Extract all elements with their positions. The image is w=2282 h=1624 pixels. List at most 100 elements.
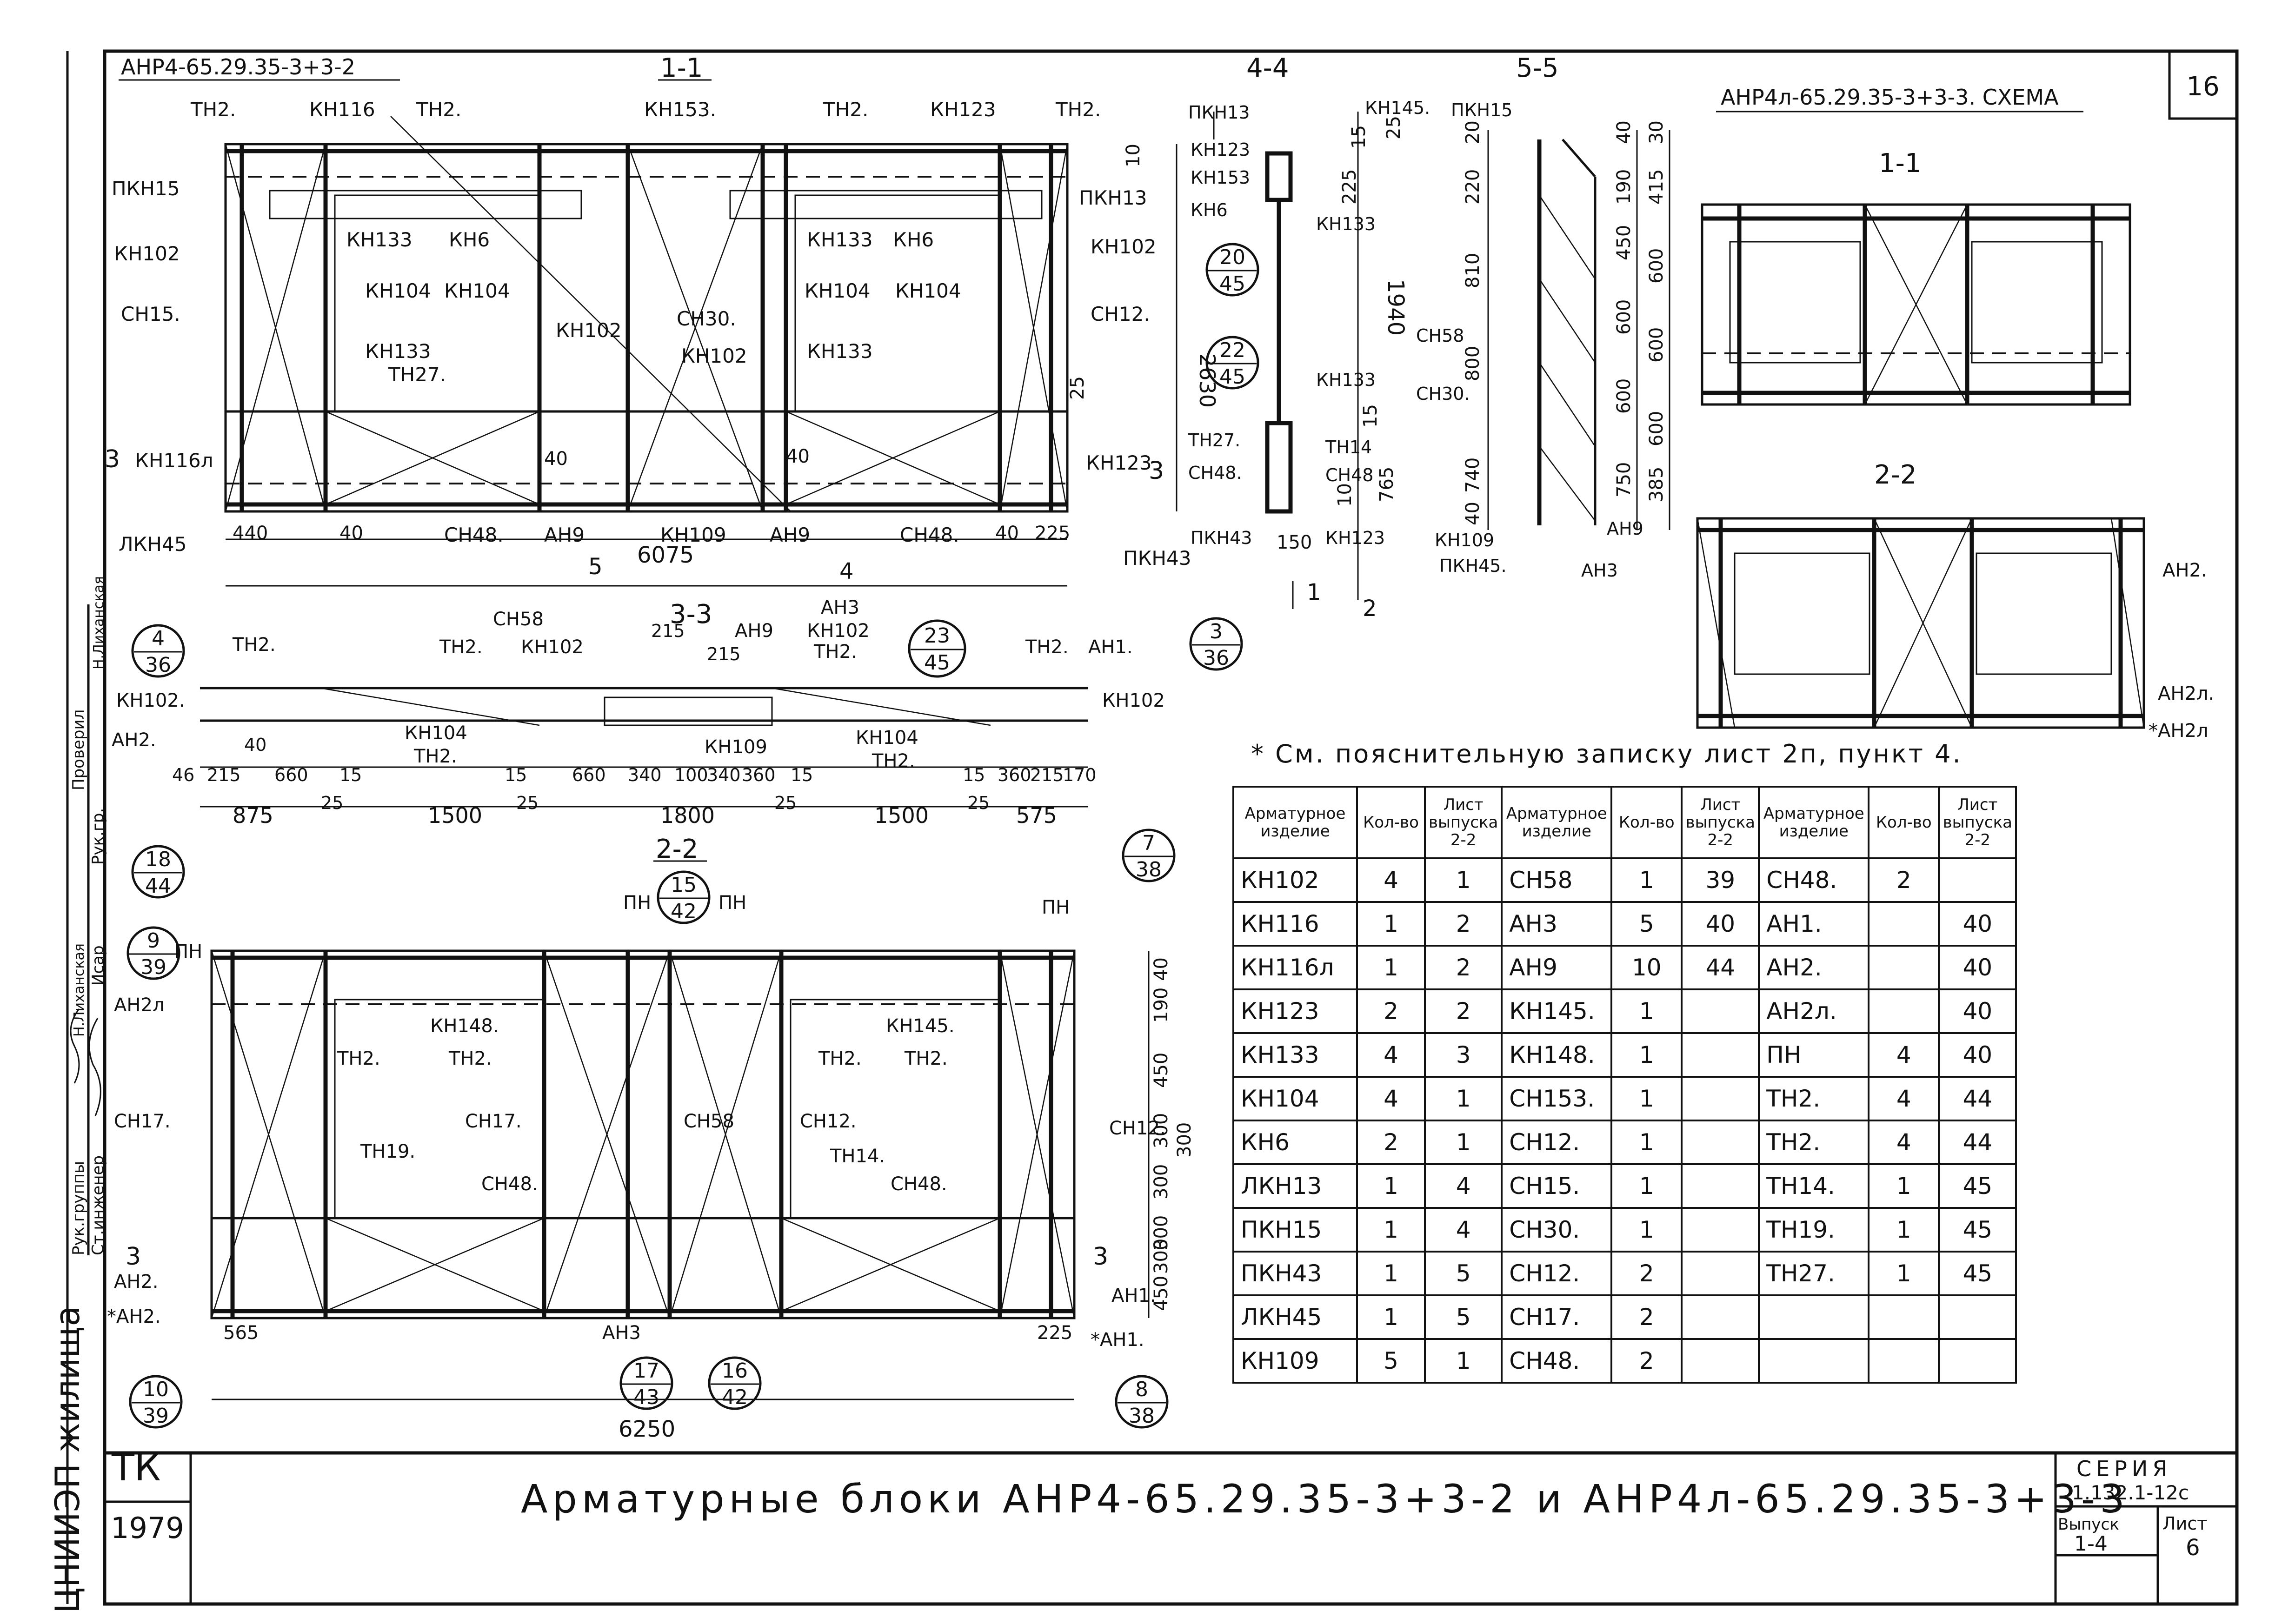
svg-text:39: 39	[143, 1404, 169, 1428]
table-cell: СН58	[1501, 857, 1613, 903]
plan-3-3-labels: ТН2. ТН2. КН102 СН58 АН3 АН9 КН102 ТН2. …	[112, 597, 1165, 772]
scheme-2-2-figure	[1696, 517, 2145, 729]
svg-text:15: 15	[339, 765, 362, 785]
table-cell: ЛКН45	[1232, 1294, 1358, 1340]
s44-kn123: КН123	[1191, 139, 1250, 160]
label-tn27: ТН27.	[388, 363, 446, 386]
table-cell	[1868, 1338, 1940, 1384]
table-cell: 1	[1424, 1120, 1503, 1165]
table-cell: ПКН15	[1232, 1207, 1358, 1253]
label-tn2-a: ТН2.	[190, 98, 236, 121]
svg-text:385: 385	[1646, 467, 1667, 502]
svg-text:ТН2.: ТН2.	[413, 746, 457, 767]
table-cell	[1938, 857, 2017, 903]
svg-text:ТН2.: ТН2.	[904, 1048, 948, 1069]
plan-3-3-dims: 46 215 660 40 15 15 660 340 100 340 360 …	[172, 621, 1097, 828]
svg-text:ТН19.: ТН19.	[360, 1141, 415, 1162]
sheet-label: Лист	[2162, 1513, 2207, 1534]
svg-text:575: 575	[1016, 803, 1057, 828]
section-label-1-1: 1-1	[660, 53, 703, 83]
table-cell: КН6	[1232, 1120, 1358, 1165]
label-sn15: СН15.	[121, 303, 180, 325]
stamp-row-1: Рук.группы	[69, 1161, 88, 1255]
table-cell: 1	[1868, 1163, 1940, 1209]
s44-dim-25: 25	[1383, 116, 1404, 139]
svg-text:АН1.: АН1.	[1088, 636, 1133, 658]
svg-text:*АН2.: *АН2.	[107, 1306, 161, 1327]
table-cell: 2	[1610, 1294, 1683, 1340]
svg-text:20: 20	[1219, 245, 1245, 269]
table-cell: 1	[1356, 1294, 1426, 1340]
table-cell: 44	[1938, 1076, 2017, 1121]
s44-dim-1940: 1940	[1383, 279, 1409, 336]
table-cell: 1	[1356, 945, 1426, 990]
dim-40-c: 40	[786, 446, 810, 467]
section-label-2-2: 2-2	[656, 834, 698, 864]
col-header: Арматурное изделие	[1758, 786, 1870, 859]
s44-kn133-a: КН133	[1316, 214, 1376, 234]
s55-pkn15: ПКН15	[1451, 100, 1512, 120]
svg-text:КН102: КН102	[807, 620, 870, 642]
callout-20-45: 20 45	[1205, 243, 1259, 297]
table-cell: 2	[1424, 901, 1503, 947]
table-cell: ПН	[1758, 1032, 1870, 1078]
svg-text:*АН1.: *АН1.	[1091, 1329, 1144, 1351]
dim-225: 225	[1035, 523, 1070, 544]
svg-text:190: 190	[1613, 169, 1635, 205]
svg-text:ТН2.: ТН2.	[232, 634, 276, 656]
scheme-label-2-2: 2-2	[1874, 460, 1916, 490]
label-kn102-a: КН102	[114, 242, 180, 265]
cut-mark-4: 4	[839, 558, 854, 584]
section-label-4-4: 4-4	[1246, 53, 1289, 83]
table-cell: 4	[1424, 1207, 1503, 1253]
scheme-label-1-1: 1-1	[1879, 148, 1921, 179]
section-5-5-figure	[1487, 130, 1670, 530]
svg-text:450: 450	[1151, 1276, 1172, 1311]
svg-text:КН148.: КН148.	[430, 1015, 499, 1037]
svg-text:15: 15	[505, 765, 527, 785]
table-cell	[1758, 1338, 1870, 1384]
svg-text:7: 7	[1142, 831, 1155, 855]
table-cell	[1868, 901, 1940, 947]
stamp-name-3: Н.Лиханская	[91, 576, 107, 669]
table-cell: КН104	[1232, 1076, 1358, 1121]
label-tn2-c: ТН2.	[823, 98, 868, 121]
scheme-right-labels: АН2. АН2л. *АН2л	[2149, 560, 2214, 742]
label-sn12: СН12.	[1091, 303, 1150, 325]
svg-text:415: 415	[1646, 169, 1667, 205]
table-cell: 1	[1610, 1120, 1683, 1165]
svg-text:ТН2.: ТН2.	[813, 641, 857, 663]
table-cell: ТН19.	[1758, 1207, 1870, 1253]
table-cell: 4	[1356, 1076, 1426, 1121]
s44-dim-10: 10	[1334, 483, 1356, 507]
svg-text:1800: 1800	[660, 803, 715, 828]
svg-text:10: 10	[143, 1378, 169, 1401]
bill-of-materials-table: Арматурное изделие Кол-во Лист выпуска 2…	[1232, 786, 2017, 1384]
label-kn104-d: КН104	[895, 279, 961, 302]
table-cell: 4	[1868, 1120, 1940, 1165]
issue-label: Выпуск	[2058, 1515, 2119, 1534]
table-cell	[1681, 1207, 1760, 1253]
svg-text:45: 45	[1219, 272, 1245, 296]
s44-dim-225: 225	[1339, 169, 1360, 205]
svg-text:ТН2.: ТН2.	[872, 750, 915, 772]
dim-440: 440	[233, 523, 268, 544]
label-kn133-d: КН133	[807, 340, 873, 363]
col-header: Арматурное изделие	[1232, 786, 1358, 859]
table-cell: 4	[1424, 1163, 1503, 1209]
svg-text:220: 220	[1462, 169, 1484, 205]
svg-text:ПН: ПН	[719, 892, 746, 914]
sheet-value: 6	[2186, 1535, 2200, 1561]
svg-text:340: 340	[707, 765, 741, 785]
svg-text:600: 600	[1646, 327, 1667, 363]
cut-mark-3-right: 3	[1149, 457, 1164, 485]
table-cell: 40	[1938, 945, 2017, 990]
s44-dim-765: 765	[1376, 467, 1397, 502]
svg-text:20: 20	[1462, 120, 1484, 144]
label-kn6-a: КН6	[449, 228, 490, 251]
svg-text:КН145.: КН145.	[886, 1015, 955, 1037]
